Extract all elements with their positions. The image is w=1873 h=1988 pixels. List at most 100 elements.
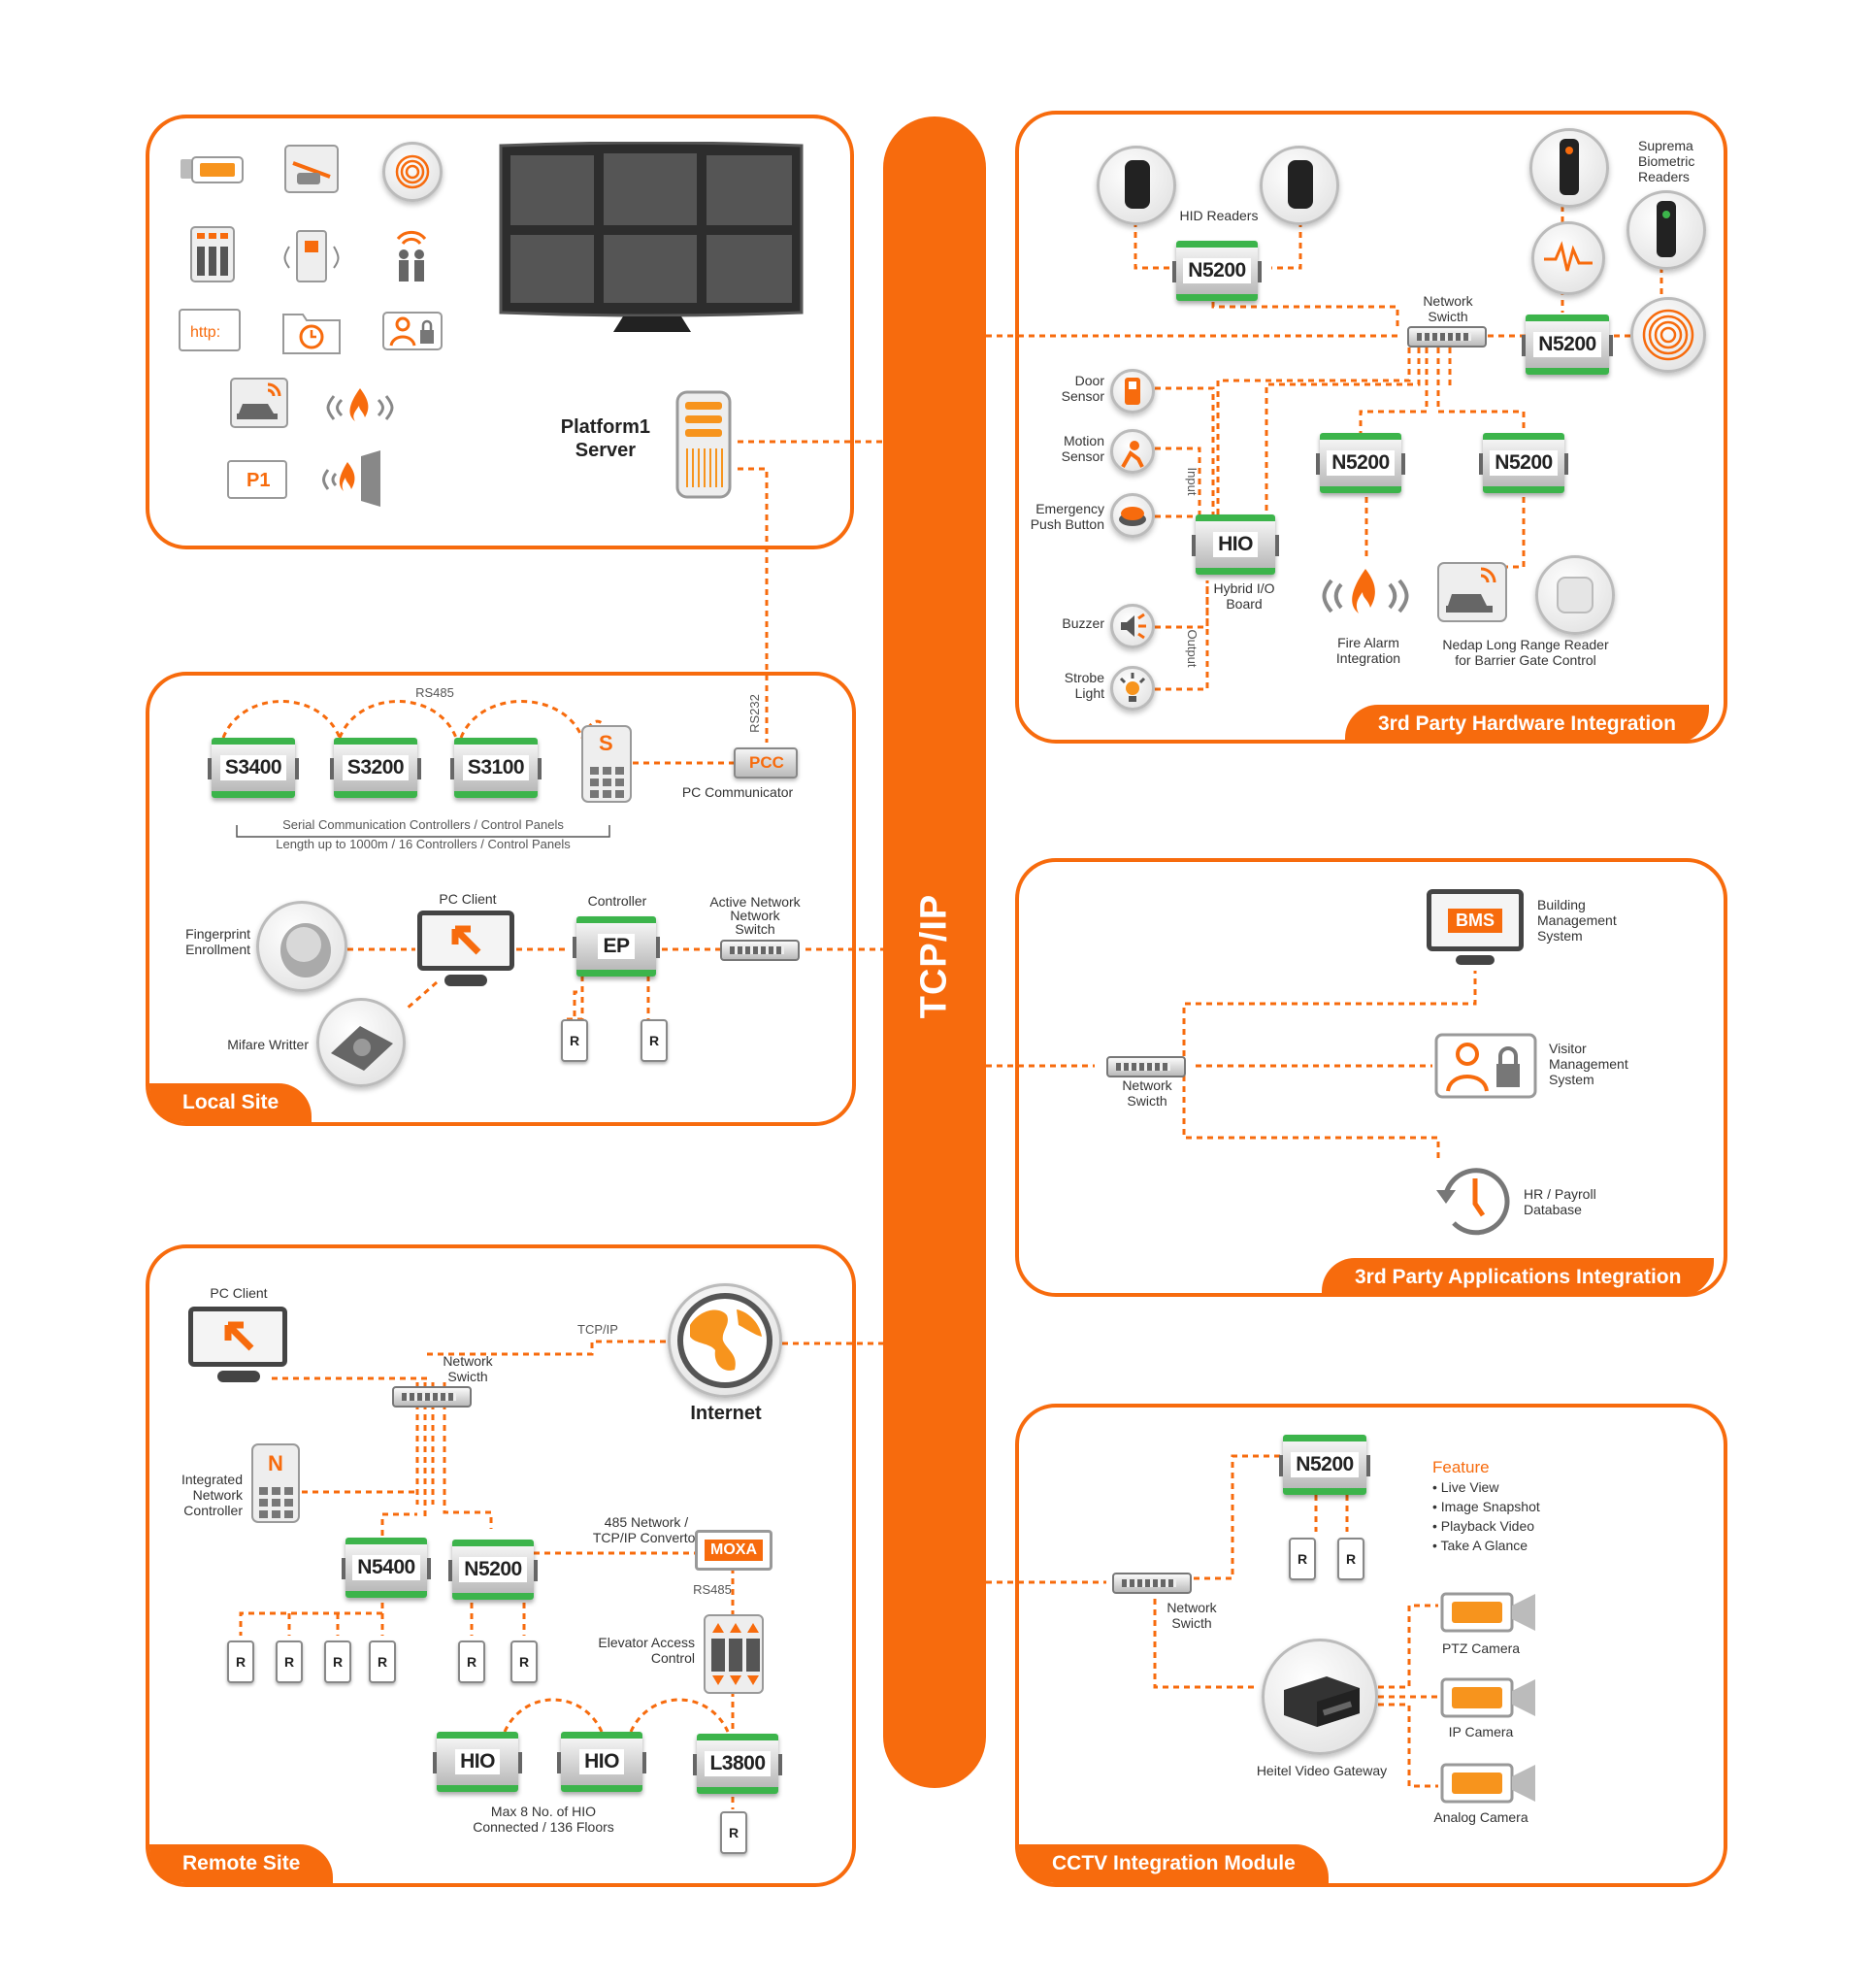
door-sensor-icon	[1110, 369, 1155, 414]
apps-switch-label: Network Swicth	[1122, 1077, 1172, 1109]
buzzer-icon	[1110, 604, 1155, 648]
elevator-access-icon	[704, 1614, 764, 1694]
keypad-icon	[581, 725, 632, 803]
controller-ep: EP	[573, 916, 660, 977]
ip-camera-icon	[1440, 1677, 1535, 1718]
local-reader-1: R	[561, 1019, 588, 1062]
controller-s3200: S3200	[330, 738, 421, 798]
pcc-label: PCC	[749, 753, 784, 772]
fire-alarm-label: Fire Alarm Integration	[1335, 635, 1401, 666]
hw-network-switch	[1407, 326, 1487, 348]
camera-icon	[181, 156, 244, 183]
emergency-button-label: Emergency Push Button	[1030, 501, 1104, 532]
server-icon	[675, 390, 732, 499]
moxa-label: MOXA	[705, 1540, 763, 1561]
hr-payroll-label: HR / Payroll Database	[1524, 1186, 1596, 1217]
input-label: Input	[1185, 467, 1199, 496]
remote-reader-2: R	[276, 1640, 303, 1683]
ptz-camera-label: PTZ Camera	[1441, 1640, 1521, 1656]
hybrid-io-label: Hybrid I/O Board	[1213, 580, 1275, 612]
fingerprint-reader-device	[256, 901, 347, 992]
moxa-convertor: MOXA	[695, 1530, 772, 1571]
apps-network-switch	[1106, 1056, 1186, 1077]
suprema-reader-2	[1627, 190, 1706, 270]
video-wall-monitor	[499, 142, 804, 332]
ptz-camera-icon	[1440, 1592, 1535, 1633]
hio-board-2: HIO	[557, 1732, 646, 1792]
internet-globe-icon	[668, 1283, 782, 1398]
output-label: Output	[1185, 629, 1199, 668]
controller-n5200-remote: N5200	[448, 1540, 538, 1600]
serial-note-1: Serial Communication Controllers / Contr…	[282, 817, 564, 832]
remote-rs485-label: RS485	[693, 1582, 732, 1597]
bms-monitor-stand	[1456, 955, 1495, 965]
cctv-reader-1: R	[1289, 1538, 1316, 1580]
ip-camera-label: IP Camera	[1448, 1724, 1514, 1740]
controller-l3800: L3800	[693, 1734, 782, 1794]
internet-label: Internet	[690, 1403, 762, 1424]
fire-door-icon	[322, 450, 380, 507]
buzzer-label: Buzzer	[1062, 615, 1104, 631]
visitor-management-icon	[1434, 1033, 1537, 1099]
p1-icon: P1	[227, 460, 287, 499]
integrated-keypad-letter: N	[268, 1451, 283, 1475]
remote-reader-5: R	[458, 1640, 485, 1683]
remote-site-tab: Remote Site	[149, 1844, 334, 1883]
motion-sensor-icon	[1110, 429, 1155, 474]
remote-reader-1: R	[227, 1640, 254, 1683]
remote-reader-4: R	[369, 1640, 396, 1683]
remote-reader-3: R	[324, 1640, 351, 1683]
strobe-light-icon	[1110, 666, 1155, 711]
suprema-label: Suprema Biometric Readers	[1638, 138, 1695, 184]
nedap-car-icon	[1437, 562, 1507, 622]
video-gateway-label: Heitel Video Gateway	[1256, 1763, 1388, 1778]
pcc-device: PCC	[734, 747, 798, 779]
feature-image-snapshot: • Image Snapshot	[1432, 1499, 1540, 1514]
controller-s3400: S3400	[208, 738, 299, 798]
cctv-tab: CCTV Integration Module	[1019, 1844, 1329, 1883]
remote-reader-7: R	[720, 1811, 747, 1854]
controller-n5200-fire: N5200	[1316, 433, 1405, 493]
cctv-network-switch	[1112, 1573, 1192, 1594]
suprema-reader-1	[1529, 128, 1609, 208]
emergency-button-icon	[1110, 493, 1155, 538]
motion-sensor-label: Motion Sensor	[1061, 433, 1104, 464]
local-reader-2: R	[641, 1019, 668, 1062]
controller-n5200-nedap: N5200	[1479, 433, 1568, 493]
pc-communicator-label: PC Communicator	[681, 784, 794, 800]
remote-reader-6: R	[510, 1640, 538, 1683]
hr-payroll-icon	[1436, 1168, 1510, 1236]
mifare-writer-device	[316, 998, 406, 1087]
applications-tab: 3rd Party Applications Integration	[1322, 1258, 1715, 1297]
analog-camera-label: Analog Camera	[1433, 1809, 1528, 1825]
controller-label: Controller	[587, 893, 647, 909]
remote-network-switch	[392, 1386, 472, 1408]
waveform-reader-icon	[1531, 221, 1605, 295]
remote-pc-client-monitor	[188, 1307, 287, 1367]
fingerprint-icon	[382, 142, 443, 202]
active-switch-label: Active Network Network Switch	[709, 894, 801, 937]
suprema-fingerprint-icon	[1630, 297, 1706, 373]
analog-camera-icon	[1440, 1763, 1535, 1804]
bms-label: BMS	[1448, 908, 1502, 933]
wireless-people-icon	[396, 230, 427, 282]
integrated-controller-label: Integrated Network Controller	[181, 1472, 243, 1518]
http-label: http:	[190, 324, 221, 341]
http-icon: http:	[179, 309, 241, 351]
fire-alarm-icon	[326, 388, 394, 421]
hio-hybrid-board: HIO	[1192, 514, 1279, 575]
remote-pc-client-stand	[217, 1371, 260, 1382]
tcpip-label: TCP/IP	[913, 893, 955, 1019]
hid-reader-2	[1260, 146, 1339, 225]
hio-board-1: HIO	[433, 1732, 522, 1792]
bms-description: Building Management System	[1537, 897, 1617, 944]
strobe-light-label: Strobe Light	[1064, 670, 1104, 701]
feature-title: Feature	[1432, 1458, 1490, 1476]
elevator-icon	[190, 226, 235, 282]
feature-take-a-glance: • Take A Glance	[1432, 1538, 1528, 1553]
remote-tcpip-label: TCP/IP	[577, 1322, 618, 1337]
fingerprint-enrollment-label: Fingerprint Enrollment	[185, 926, 250, 957]
visitor-lock-icon	[382, 312, 443, 350]
door-sensor-label: Door Sensor	[1061, 373, 1104, 404]
